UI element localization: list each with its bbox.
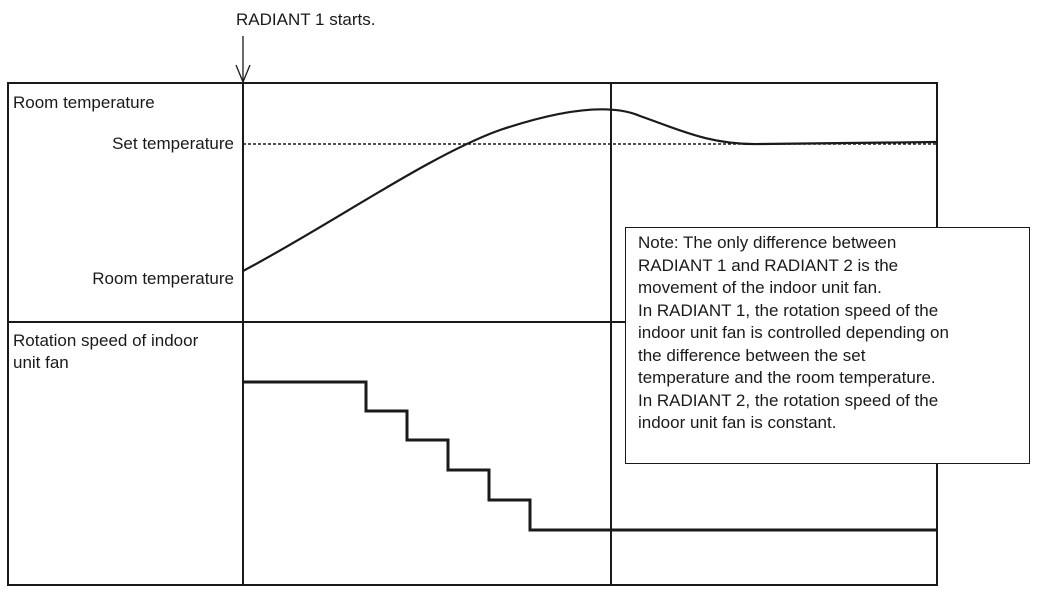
start-label: RADIANT 1 starts. [236,10,376,29]
note-line: Note: The only difference between [638,233,897,252]
bottom-panel-title-line1: Rotation speed of indoor [13,331,199,350]
note-line: indoor unit fan is controlled depending … [638,323,949,342]
room-temperature-curve [242,108,938,272]
note-line: In RADIANT 1, the rotation speed of the [638,300,939,320]
set-temperature-label: Set temperature [112,134,234,153]
room-temperature-label: Room temperature [92,269,234,288]
note-line: indoor unit fan is constant. [638,413,837,432]
fan-speed-step-curve [243,380,937,532]
top-panel-title: Room temperature [13,93,155,112]
note-line: movement of the indoor unit fan. [638,278,882,297]
note-line: RADIANT 1 and RADIANT 2 is the [638,255,899,275]
start-arrow-head [235,64,251,84]
note-line: the difference between the set [638,345,866,365]
note-line: In RADIANT 2, the rotation speed of the [638,390,939,410]
bottom-panel-title-line2: unit fan [13,353,69,372]
note-box: Note: The only difference between RADIAN… [625,227,1030,464]
note-line: temperature and the room temperature. [638,368,936,387]
